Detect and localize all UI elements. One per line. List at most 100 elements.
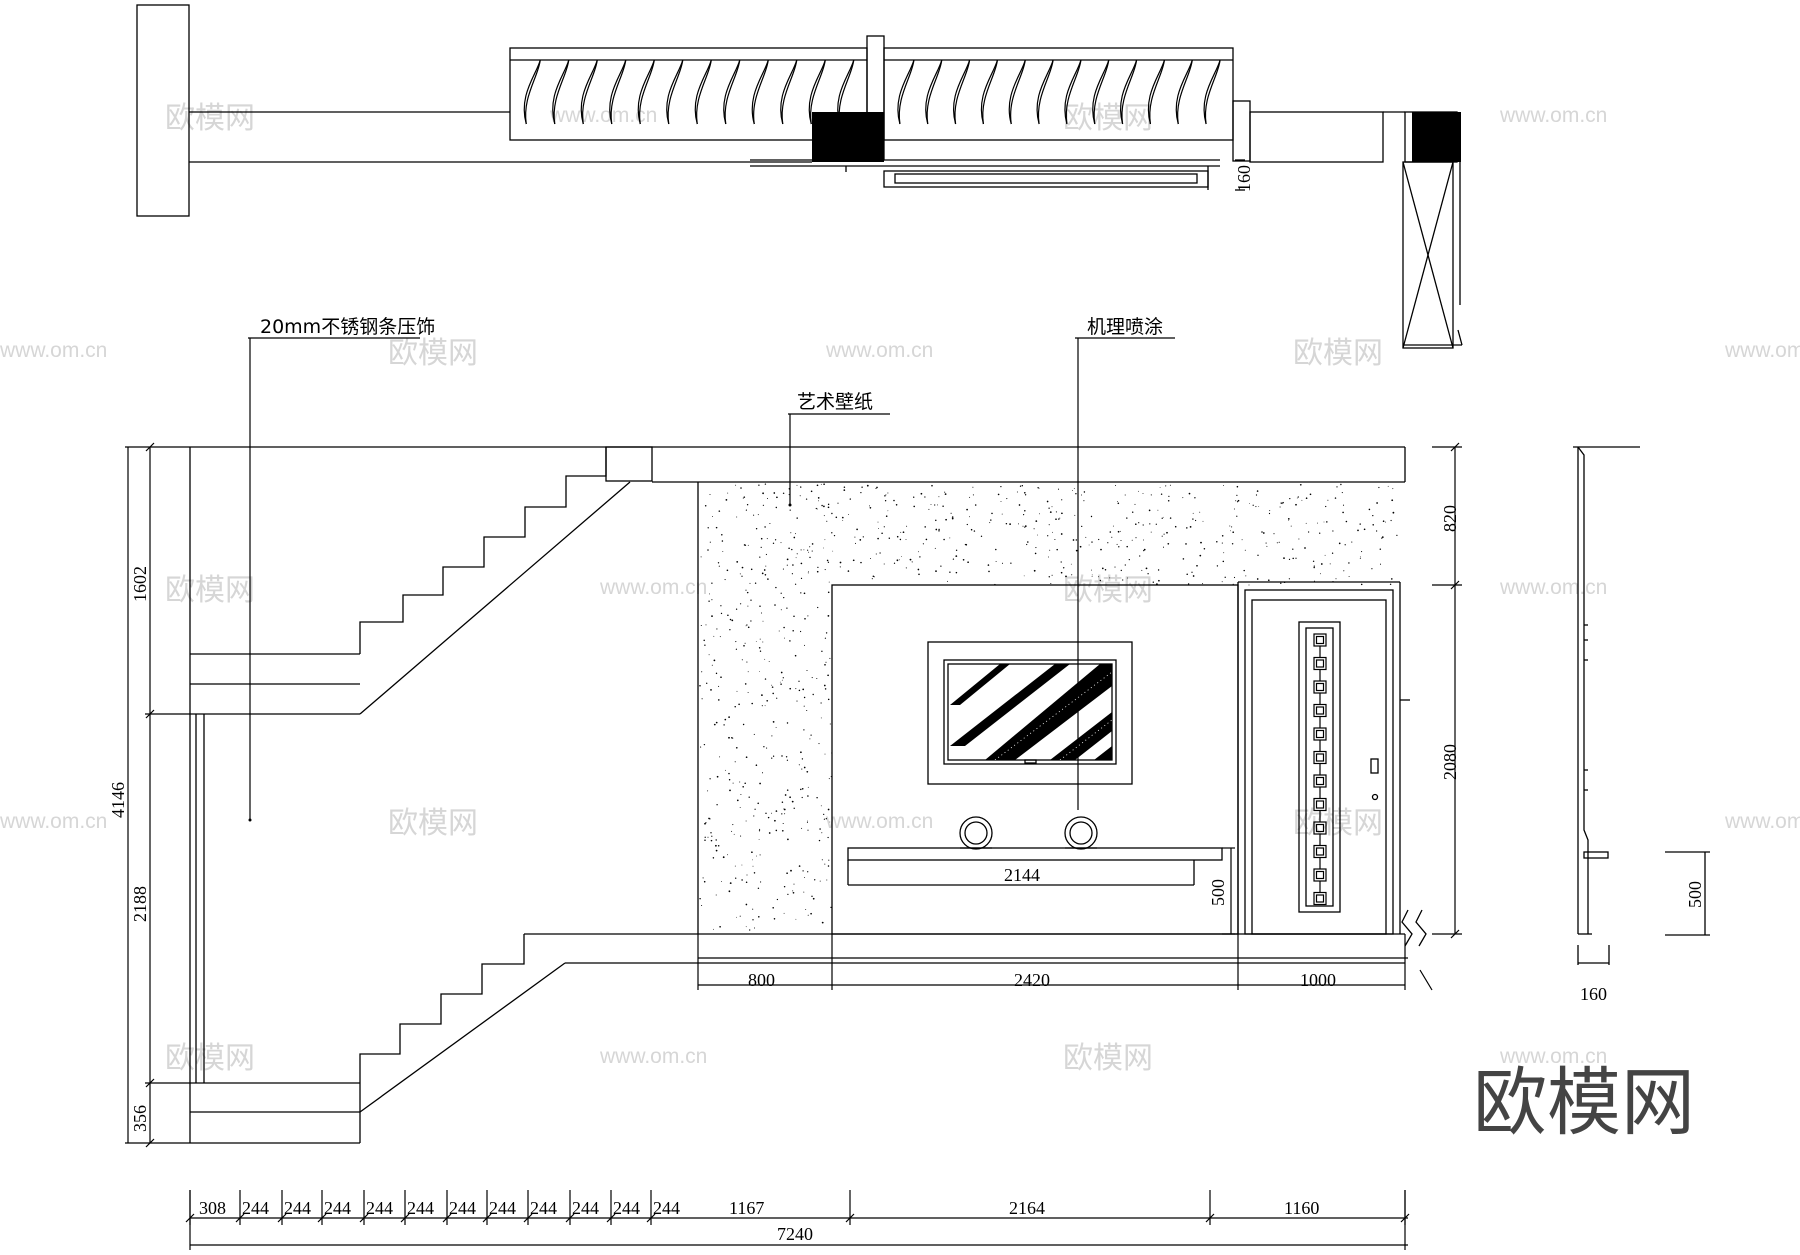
dimension-slash <box>442 1213 452 1223</box>
texture-speck <box>1150 494 1152 496</box>
texture-speck <box>707 836 709 838</box>
texture-speck <box>1221 535 1224 537</box>
texture-speck <box>731 619 734 622</box>
texture-speck <box>1120 569 1122 572</box>
label-art-wallpaper: 艺术壁纸 <box>797 391 873 413</box>
label-stainless-strip: 20mm不锈钢条压饰 <box>260 316 435 338</box>
texture-speck <box>798 764 800 766</box>
texture-speck <box>771 812 773 814</box>
texture-speck <box>755 764 758 766</box>
texture-speck <box>818 743 820 745</box>
door-ornament-inner <box>1315 635 1325 645</box>
texture-speck <box>1126 577 1128 579</box>
texture-speck <box>827 674 829 677</box>
texture-speck <box>1137 490 1139 492</box>
texture-speck <box>1037 534 1038 536</box>
texture-speck <box>877 537 879 540</box>
texture-speck <box>736 690 738 692</box>
texture-speck <box>803 705 805 707</box>
texture-speck <box>924 526 926 528</box>
texture-speck <box>1075 539 1078 541</box>
texture-speck <box>805 498 808 500</box>
texture-speck <box>784 813 786 815</box>
texture-speck <box>738 703 740 706</box>
texture-speck <box>896 535 899 538</box>
texture-speck <box>1316 522 1318 524</box>
texture-speck <box>703 880 706 883</box>
texture-speck <box>935 519 937 522</box>
texture-speck <box>826 520 828 522</box>
texture-speck <box>807 820 808 822</box>
hanger-mark <box>582 59 598 125</box>
hanger-mark <box>751 59 769 125</box>
texture-speck <box>1389 583 1392 586</box>
texture-speck <box>753 872 756 874</box>
texture-speck <box>1189 526 1192 528</box>
texture-speck <box>949 537 951 539</box>
texture-speck <box>772 907 774 909</box>
texture-speck <box>746 504 749 506</box>
texture-speck <box>758 647 761 649</box>
texture-speck <box>743 644 745 647</box>
texture-speck <box>710 689 712 691</box>
texture-speck <box>816 677 818 680</box>
texture-speck <box>895 504 898 506</box>
texture-speck <box>906 525 908 527</box>
hanger-mark <box>808 59 826 125</box>
texture-speck <box>1167 500 1170 502</box>
texture-speck <box>1098 576 1100 578</box>
texture-speck <box>747 605 749 607</box>
texture-speck <box>1319 573 1321 575</box>
texture-speck <box>794 654 797 657</box>
door-ornament-square <box>1313 891 1327 906</box>
texture-speck <box>885 515 888 517</box>
texture-speck <box>1261 531 1263 533</box>
door-ornament-inner <box>1315 729 1325 739</box>
dim-bottom-step: 244 <box>449 1198 476 1218</box>
texture-speck <box>1396 534 1398 537</box>
hanger-mark <box>523 59 541 125</box>
texture-speck <box>745 820 747 822</box>
wallpaper-texture <box>699 483 1398 931</box>
texture-speck <box>1060 533 1063 535</box>
texture-speck <box>1336 486 1338 488</box>
hanger-mark <box>1036 59 1054 125</box>
texture-speck <box>1236 485 1239 488</box>
dim-bottom-total: 7240 <box>777 1224 813 1244</box>
texture-speck <box>776 697 778 699</box>
texture-speck <box>793 536 796 539</box>
texture-speck <box>828 859 830 861</box>
texture-speck <box>1301 499 1303 501</box>
label-texture-spray: 机理喷涂 <box>1087 316 1163 338</box>
texture-speck <box>728 772 730 775</box>
dim-bottom-step: 244 <box>407 1198 434 1218</box>
texture-speck <box>764 658 766 660</box>
hanger-mark <box>1175 59 1193 125</box>
texture-speck <box>704 836 706 838</box>
texture-speck <box>1034 552 1037 555</box>
texture-speck <box>1392 511 1395 514</box>
texture-speck <box>1009 523 1011 525</box>
watermark-url: www.om.cn <box>599 1045 707 1068</box>
texture-speck <box>1142 493 1144 495</box>
texture-speck <box>716 628 718 630</box>
texture-speck <box>717 699 720 701</box>
texture-speck <box>767 578 769 580</box>
hanger-mark <box>1149 59 1166 125</box>
texture-speck <box>1016 491 1018 493</box>
texture-speck <box>1348 562 1350 564</box>
texture-speck <box>748 796 750 798</box>
texture-speck <box>750 620 752 622</box>
texture-speck <box>806 821 808 824</box>
texture-speck <box>716 775 719 778</box>
texture-speck <box>900 531 902 533</box>
texture-speck <box>751 859 753 861</box>
texture-speck <box>1156 583 1158 585</box>
texture-speck <box>704 822 706 825</box>
texture-speck <box>1297 496 1299 498</box>
texture-speck <box>780 542 782 544</box>
texture-speck <box>826 879 828 881</box>
texture-speck <box>716 804 718 806</box>
